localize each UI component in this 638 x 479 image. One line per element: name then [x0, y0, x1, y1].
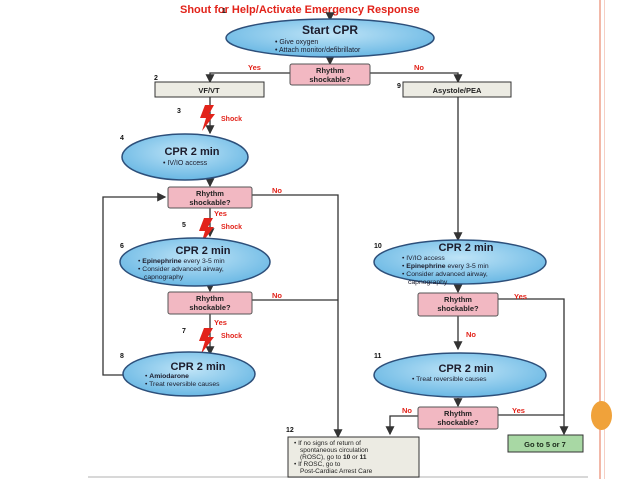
- rhythm-label-5b: shockable?: [437, 418, 479, 427]
- rhythm-label-2b: shockable?: [189, 198, 231, 207]
- box12-line-1: • If no signs of return of: [294, 440, 361, 447]
- cpr10-bullet-3: • Consider advanced airway,: [402, 271, 488, 278]
- vf-vt-label: VF/VT: [198, 86, 220, 95]
- post-rosc-node: • If no signs of return of spontaneous c…: [287, 436, 420, 478]
- frame-border-line: [599, 0, 601, 479]
- yes-label-5: Yes: [512, 406, 525, 415]
- frame-border-line-inner: [604, 0, 605, 479]
- shock-label-3: Shock: [221, 333, 242, 340]
- rhythm-label-5: Rhythm: [444, 409, 472, 418]
- step-number-2: 2: [154, 75, 158, 82]
- asystole-label: Asystole/PEA: [433, 86, 482, 95]
- slide-nav-dot[interactable]: [591, 401, 612, 430]
- cpr-node-4: CPR 2 min • IV/IO access: [121, 133, 249, 181]
- cpr10-bullet-1: • IV/IO access: [402, 255, 445, 262]
- rhythm-check-4: Rhythm shockable?: [417, 292, 499, 317]
- start-bullet-1: • Give oxygen: [275, 39, 318, 46]
- no-label-4: No: [466, 330, 476, 339]
- start-bullet-2: • Attach monitor/defibrillator: [275, 47, 361, 54]
- rhythm-check-3: Rhythm shockable?: [167, 291, 253, 315]
- box12-line-2: spontaneous circulation: [300, 447, 369, 454]
- rhythm-label-1b: shockable?: [309, 75, 351, 84]
- cpr11-bullet-1: • Treat reversible causes: [412, 376, 487, 383]
- shock-label-1: Shock: [221, 116, 242, 123]
- cpr10-bullet-3b: capnography: [408, 279, 448, 286]
- asystole-pea-node: Asystole/PEA: [402, 81, 512, 98]
- box12-line-5: Post-Cardiac Arrest Care: [300, 468, 373, 475]
- rhythm-label-3: Rhythm: [196, 294, 224, 303]
- cpr6-bullet-2: • Consider advanced airway,: [138, 266, 224, 273]
- cpr6-bullet-1: • Epinephrine every 3-5 min: [138, 258, 225, 265]
- start-cpr-title: Start CPR: [302, 23, 358, 37]
- rhythm-label-3b: shockable?: [189, 303, 231, 312]
- yes-label-3: Yes: [214, 318, 227, 327]
- slide-frame: [586, 0, 638, 479]
- cpr-node-8: CPR 2 min • Amiodarone • Treat reversibl…: [122, 351, 256, 397]
- no-label-2: No: [272, 186, 282, 195]
- start-cpr-node: Start CPR • Give oxygen • Attach monitor…: [225, 18, 435, 58]
- cpr6-bullet-2b: capnography: [144, 274, 184, 281]
- step-number-11: 11: [374, 353, 382, 360]
- step-number-12: 12: [286, 427, 294, 434]
- step-number-5: 5: [182, 222, 186, 229]
- shock-bolt-3: [199, 328, 214, 354]
- yes-label-2: Yes: [214, 209, 227, 218]
- cpr10-bullet-2: • Epinephrine every 3-5 min: [402, 263, 489, 270]
- box12-line-4: • If ROSC, go to: [294, 461, 341, 468]
- cpr-node-11: CPR 2 min • Treat reversible causes: [373, 352, 547, 398]
- step-number-8: 8: [120, 353, 124, 360]
- step-number-1: 1: [222, 8, 226, 15]
- rhythm-check-5: Rhythm shockable?: [417, 406, 499, 430]
- rhythm-check-2: Rhythm shockable?: [167, 186, 253, 209]
- box12-line-3: (ROSC), go to 10 or 11: [300, 454, 367, 461]
- shock-bolt-1: [200, 105, 215, 131]
- cpr-title-10: CPR 2 min: [438, 242, 493, 254]
- rhythm-label-4: Rhythm: [444, 295, 472, 304]
- rhythm-label-4b: shockable?: [437, 304, 479, 313]
- shock-bolt-2: [199, 218, 214, 244]
- goto-label: Go to 5 or 7: [524, 440, 566, 449]
- step-number-9: 9: [397, 83, 401, 90]
- cpr-title-11: CPR 2 min: [438, 363, 493, 375]
- cpr4-bullet-1: • IV/IO access: [163, 160, 208, 167]
- rhythm-label-1: Rhythm: [316, 66, 344, 75]
- no-label-5: No: [402, 406, 412, 415]
- cpr-title-4: CPR 2 min: [164, 146, 219, 158]
- cpr8-bullet-1: • Amiodarone: [145, 373, 189, 380]
- rhythm-label-2: Rhythm: [196, 189, 224, 198]
- step-number-3: 3: [177, 108, 181, 115]
- no-label-3: No: [272, 291, 282, 300]
- vf-vt-node: VF/VT: [154, 81, 265, 98]
- cpr-node-6: CPR 2 min • Epinephrine every 3-5 min • …: [119, 237, 271, 287]
- shock-label-2: Shock: [221, 224, 242, 231]
- step-number-6: 6: [120, 243, 124, 250]
- cpr8-bullet-2: • Treat reversible causes: [145, 381, 220, 388]
- step-number-7: 7: [182, 328, 186, 335]
- step-number-10: 10: [374, 243, 382, 250]
- rhythm-check-1: Rhythm shockable?: [289, 63, 371, 86]
- cpr-title-8: CPR 2 min: [170, 361, 225, 373]
- goto-node: Go to 5 or 7: [507, 434, 584, 453]
- cpr-node-10: CPR 2 min • IV/IO access • Epinephrine e…: [373, 239, 547, 286]
- yes-label-1: Yes: [248, 63, 261, 72]
- step-number-4: 4: [120, 135, 124, 142]
- cpr-title-6: CPR 2 min: [175, 245, 230, 257]
- no-label-1: No: [414, 63, 424, 72]
- yes-label-4: Yes: [514, 292, 527, 301]
- header-title: Shout for Help/Activate Emergency Respon…: [180, 4, 420, 16]
